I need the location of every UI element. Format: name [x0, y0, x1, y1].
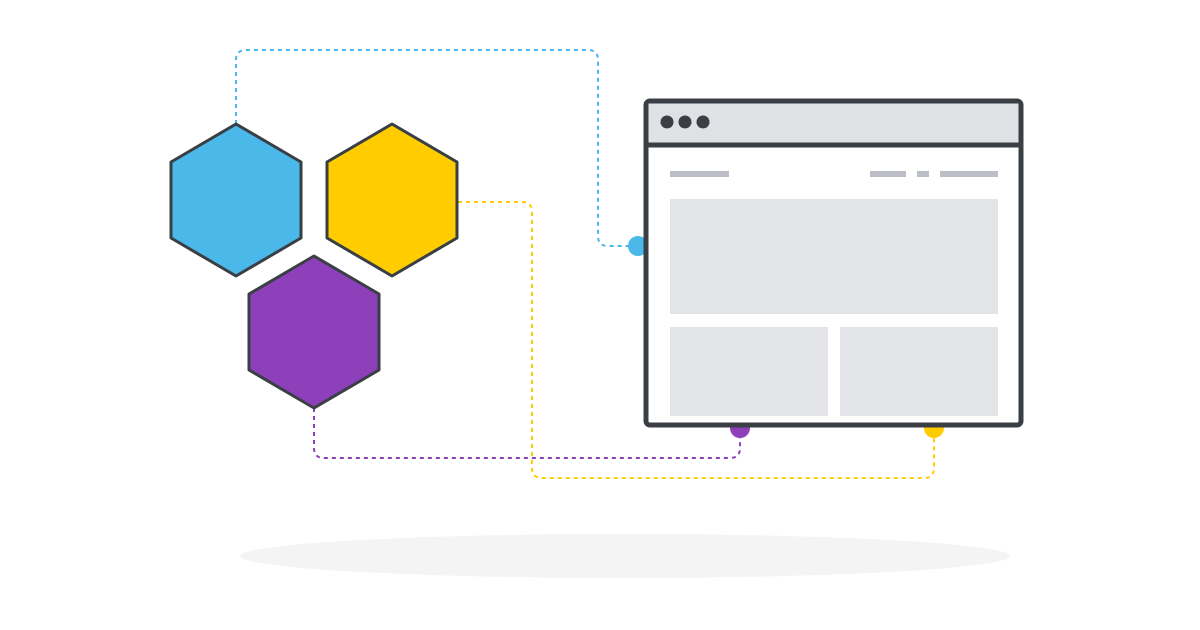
window-dot-icon: [660, 115, 674, 129]
ground-shadow: [240, 534, 1010, 578]
window-dot-icon: [678, 115, 692, 129]
yellow-connector-line: [458, 201, 935, 479]
browser-left-port: [628, 236, 648, 256]
content-block-left-placeholder: [670, 327, 828, 416]
nav-logo-placeholder: [670, 171, 729, 177]
purple-hexagon-module: [247, 254, 381, 410]
purple-connector-line: [313, 408, 741, 459]
nav-link-placeholder: [917, 171, 929, 177]
browser-window: [643, 98, 1024, 428]
nav-link-placeholder: [940, 171, 998, 177]
hero-block-placeholder: [670, 199, 998, 314]
yellow-hexagon-module: [325, 122, 459, 278]
browser-titlebar: [648, 103, 1019, 144]
blue-hexagon-module: [169, 122, 303, 278]
content-block-right-placeholder: [840, 327, 998, 416]
window-dot-icon: [696, 115, 710, 129]
nav-link-placeholder: [870, 171, 906, 177]
